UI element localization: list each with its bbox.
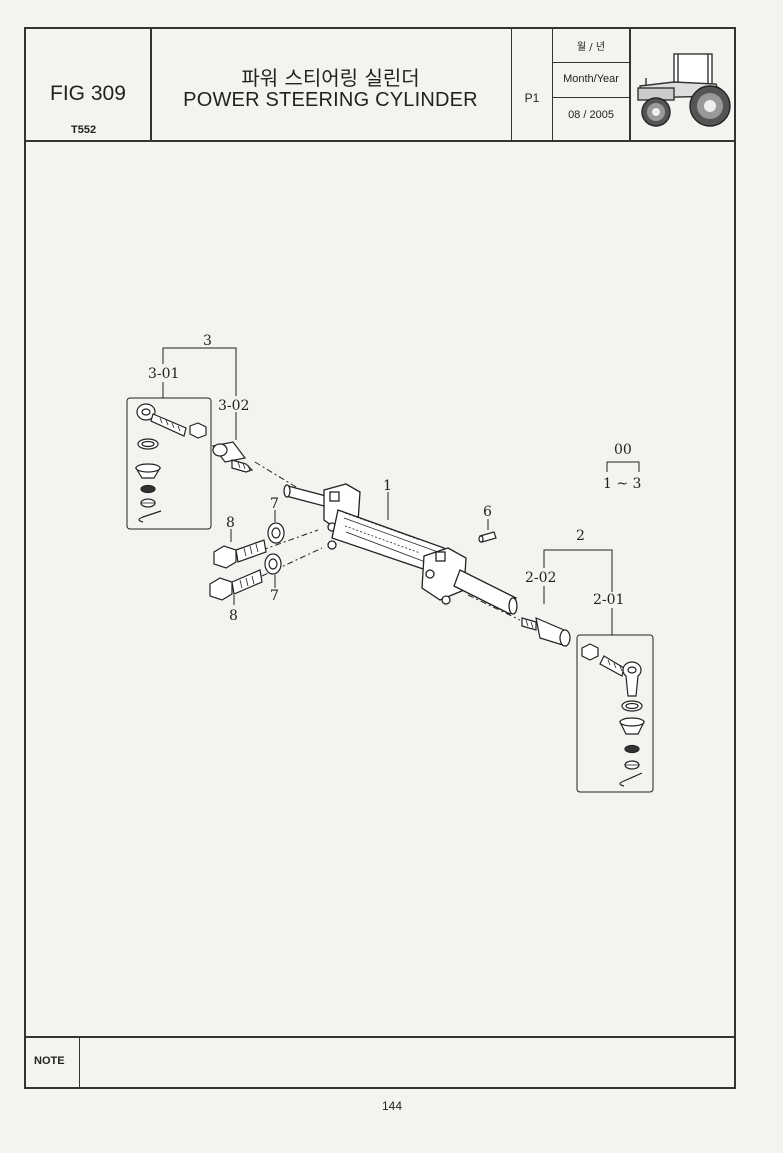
- date-label-english: Month/Year: [563, 73, 619, 85]
- header-divider: [24, 140, 736, 142]
- date-label-korean: 월 / 년: [576, 42, 606, 53]
- page-number: 144: [381, 1099, 403, 1113]
- header-col-divider-2: [511, 27, 512, 141]
- box-3-01: [126, 397, 212, 530]
- title-korean: 파워 스티어링 실린더: [241, 66, 420, 90]
- label-00: 00: [614, 442, 632, 458]
- centerline-left: [254, 461, 297, 488]
- washer-7-top: [267, 522, 285, 544]
- date-value: 08 / 2005: [568, 109, 614, 121]
- header-col-divider-3: [552, 27, 553, 141]
- figure-number: FIG 309: [50, 82, 126, 105]
- label-6: 6: [483, 504, 492, 520]
- title-english: POWER STEERING CYLINDER: [183, 89, 478, 111]
- pin-6: [478, 531, 497, 543]
- bracket-3: [162, 347, 237, 396]
- tie-rod-end-3-01: [134, 403, 207, 523]
- tractor-icon: [637, 53, 731, 127]
- label-00-range: 1 ~ 3: [603, 476, 641, 492]
- label-7-top: 7: [270, 496, 279, 512]
- bolt-8-top: [213, 539, 267, 569]
- tie-rod-end-2-01: [581, 643, 645, 787]
- label-3-02: 3-02: [218, 398, 249, 414]
- washer-7-bottom: [264, 553, 282, 575]
- label-2: 2: [576, 528, 585, 544]
- label-3: 3: [203, 333, 212, 349]
- ball-joint-2-02: [521, 616, 571, 647]
- label-2-01: 2-01: [593, 592, 624, 608]
- page-code: P1: [524, 91, 540, 105]
- bracket-2: [543, 549, 613, 592]
- centerline-right: [467, 594, 521, 621]
- cylinder-1: [283, 483, 518, 615]
- page-frame: [24, 27, 736, 1089]
- label-1: 1: [383, 478, 392, 494]
- header-col-divider-4: [629, 27, 631, 141]
- label-3-01: 3-01: [148, 366, 179, 382]
- note-label: NOTE: [34, 1055, 65, 1067]
- date-row-divider-2: [552, 97, 629, 98]
- centerline-bolts: [261, 529, 323, 577]
- header-col-divider-1: [150, 27, 152, 141]
- bracket-00: [606, 461, 640, 472]
- ball-joint-3-02: [211, 441, 254, 473]
- figure-code: T552: [71, 124, 97, 136]
- bolt-8-bottom: [209, 569, 263, 601]
- note-divider: [24, 1036, 736, 1038]
- date-row-divider-1: [552, 62, 629, 63]
- note-col-divider: [79, 1036, 80, 1088]
- box-2-01: [576, 634, 654, 793]
- label-8-top: 8: [226, 515, 235, 531]
- label-7-bottom: 7: [270, 588, 279, 604]
- label-8-bottom: 8: [229, 608, 238, 624]
- label-2-02: 2-02: [525, 570, 556, 586]
